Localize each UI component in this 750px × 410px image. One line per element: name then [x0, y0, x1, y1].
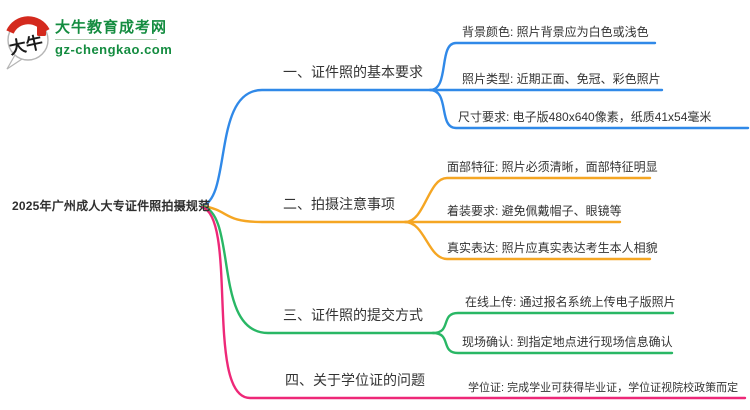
- branch-3-child-2-line: [431, 331, 674, 355]
- branch-2-main-line: [200, 204, 622, 224]
- branch-3-main-line: [200, 204, 435, 335]
- branch-4-label: 四、关于学位证的问题: [285, 372, 425, 388]
- branch-2-child-3: 真实表达: 照片应真实表达考生本人相貌: [447, 241, 658, 255]
- branch-1-child-2: 照片类型: 近期正面、免冠、彩色照片: [462, 72, 661, 86]
- branch-1-main-line: [200, 88, 664, 208]
- branch-3-label: 三、证件照的提交方式: [283, 307, 423, 323]
- logo-subtitle: gz-chengkao.com: [55, 42, 173, 57]
- branch-2-child-3-line: [403, 220, 652, 261]
- branch-2-child-1: 面部特征: 照片必须清晰，面部特征明显: [447, 160, 658, 174]
- branch-1-child-3: 尺寸要求: 电子版480x640像素，纸质41x54毫米: [458, 110, 712, 124]
- root-node: 2025年广州成人大专证件照拍摄规范: [12, 199, 211, 213]
- logo-bull-icon: 大牛: [6, 16, 50, 70]
- logo-seal: [37, 26, 46, 36]
- branch-2-child-1-line: [403, 176, 652, 224]
- branch-4-child-1: 学位证: 完成学业可获得毕业证，学位证视院校政策而定: [468, 382, 739, 394]
- branch-1-child-1: 背景颜色: 照片背景应为白色或浅色: [462, 25, 649, 39]
- site-logo: 大牛 大牛教育成考网 gz-chengkao.com: [0, 0, 200, 80]
- branch-3-child-1: 在线上传: 通过报名系统上传电子版照片: [465, 295, 676, 309]
- branch-3-child-2: 现场确认: 到指定地点进行现场信息确认: [462, 335, 673, 349]
- branch-4-main-line: [200, 205, 747, 400]
- branch-1-child-1-line: [428, 41, 657, 92]
- logo-divider: [55, 39, 157, 40]
- branch-1-label: 一、证件照的基本要求: [283, 64, 423, 80]
- logo-title: 大牛教育成考网: [55, 19, 168, 36]
- branch-2-label: 二、拍摄注意事项: [283, 196, 395, 212]
- branch-3-child-1-line: [431, 311, 675, 335]
- branch-1-child-3-line: [428, 88, 750, 130]
- branch-2-child-2: 着装要求: 避免佩戴帽子、眼镜等: [447, 204, 622, 218]
